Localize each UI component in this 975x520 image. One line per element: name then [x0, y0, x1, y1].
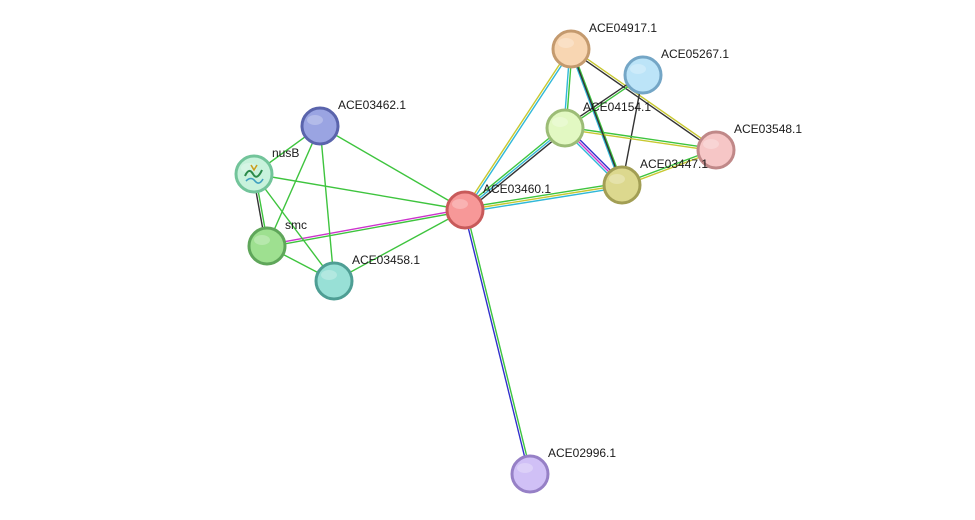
node-circle[interactable] [545, 108, 585, 148]
edge-evidence-line [570, 48, 623, 186]
protein-structure-icon [244, 164, 264, 184]
node-ACE03460.1[interactable]: ACE03460.1 [445, 182, 551, 230]
node-highlight [517, 463, 533, 473]
node-label: nusB [272, 146, 299, 160]
edge-evidence-line [465, 129, 567, 213]
node-ACE04154.1[interactable]: ACE04154.1 [545, 100, 651, 148]
edge-ACE04917.1-ACE03548.1[interactable] [569, 47, 718, 152]
edge-evidence-line [266, 208, 465, 246]
node-highlight [254, 235, 270, 245]
node-label: ACE03462.1 [338, 98, 406, 112]
node-smc[interactable]: smc [247, 218, 307, 266]
node-highlight [452, 199, 468, 209]
edge-evidence-line [464, 182, 622, 209]
node-label: ACE03447.1 [640, 157, 708, 171]
edge-ACE03447.1-ACE04917.1[interactable] [570, 48, 623, 186]
node-circle[interactable] [445, 190, 485, 230]
edge-ACE03460.1-ACE04917.1[interactable] [463, 48, 573, 211]
node-nusB[interactable]: nusB [234, 146, 299, 194]
node-highlight [558, 38, 574, 48]
edge-ACE03462.1-ACE03458.1[interactable] [319, 125, 335, 282]
edge-evidence-line [319, 125, 466, 211]
node-label: ACE03460.1 [483, 182, 551, 196]
edge-ACE03460.1-ACE03447.1[interactable] [464, 182, 623, 213]
node-label: ACE03548.1 [734, 122, 802, 136]
node-layer: ACE03460.1ACE03462.1nusBsmcACE03458.1ACE… [234, 21, 802, 494]
edge-ACE03460.1-smc[interactable] [266, 208, 466, 248]
node-label: ACE02996.1 [548, 446, 616, 460]
edge-evidence-line [464, 127, 566, 211]
node-highlight [552, 117, 568, 127]
edge-evidence-line [465, 186, 623, 213]
node-ACE05267.1[interactable]: ACE05267.1 [623, 47, 729, 95]
edge-evidence-line [267, 210, 466, 248]
node-label: ACE04917.1 [589, 21, 657, 35]
edge-ACE04917.1-ACE03447.1[interactable] [569, 48, 624, 186]
node-highlight [321, 270, 337, 280]
edge-evidence-line [463, 210, 530, 475]
edge-evidence-line [564, 128, 716, 152]
node-highlight [609, 174, 625, 184]
node-label: ACE04154.1 [583, 100, 651, 114]
node-highlight [307, 115, 323, 125]
edge-evidence-line [253, 173, 335, 282]
edge-ACE03460.1-ACE04154.1[interactable] [463, 125, 567, 213]
node-label: smc [285, 218, 307, 232]
edge-ACE03460.1-ACE03462.1[interactable] [319, 125, 466, 211]
edge-ACE04154.1-ACE03548.1[interactable] [564, 126, 717, 152]
edge-ACE03460.1-ACE03458.1[interactable] [333, 209, 466, 282]
edge-evidence-line [569, 49, 716, 152]
edge-evidence-line [333, 209, 466, 282]
node-circle[interactable] [314, 261, 354, 301]
edge-evidence-line [464, 184, 623, 211]
node-ACE04917.1[interactable]: ACE04917.1 [551, 21, 657, 69]
node-circle[interactable] [551, 29, 591, 69]
node-label: ACE03458.1 [352, 253, 420, 267]
node-circle[interactable] [602, 165, 642, 205]
edge-ACE03460.1-nusB[interactable] [253, 173, 466, 211]
node-circle[interactable] [623, 55, 663, 95]
node-circle[interactable] [247, 226, 287, 266]
edge-evidence-line [571, 48, 624, 185]
edge-ACE03462.1-smc[interactable] [266, 125, 321, 247]
node-label: ACE05267.1 [661, 47, 729, 61]
node-highlight [703, 139, 719, 149]
node-ACE02996.1[interactable]: ACE02996.1 [510, 446, 616, 494]
edge-ACE03460.1-ACE02996.1[interactable] [463, 209, 532, 475]
node-highlight [241, 163, 257, 173]
node-ACE03462.1[interactable]: ACE03462.1 [300, 98, 406, 146]
node-ACE03548.1[interactable]: ACE03548.1 [696, 122, 802, 170]
edge-evidence-line [463, 48, 571, 210]
node-circle[interactable] [696, 130, 736, 170]
edge-evidence-line [465, 49, 573, 211]
node-circle[interactable] [300, 106, 340, 146]
edge-evidence-line [319, 125, 335, 282]
node-ACE03458.1[interactable]: ACE03458.1 [314, 253, 420, 301]
node-ACE03447.1[interactable]: ACE03447.1 [602, 157, 708, 205]
node-circle[interactable] [510, 454, 550, 494]
edge-evidence-line [465, 209, 532, 474]
edge-evidence-line [565, 126, 717, 150]
edge-evidence-line [266, 125, 321, 247]
edge-evidence-line [571, 47, 718, 150]
edge-evidence-line [253, 173, 466, 211]
edge-evidence-line [569, 49, 622, 186]
edge-nusB-ACE03458.1[interactable] [253, 173, 335, 282]
node-highlight [630, 64, 646, 74]
edge-evidence-line [463, 125, 565, 209]
